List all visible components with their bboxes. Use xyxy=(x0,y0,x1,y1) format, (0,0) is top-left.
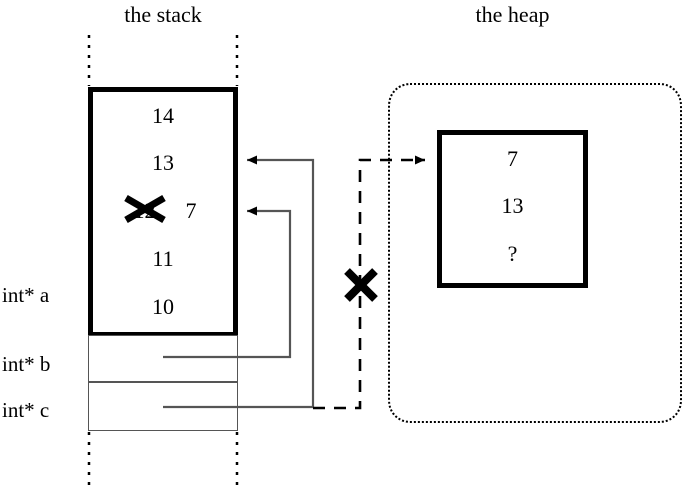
heap-frame: 7 13 ? xyxy=(437,130,588,288)
stack-cell-value: 11 xyxy=(152,245,174,271)
pointer-c-heap-dashed-wire xyxy=(313,155,425,410)
heap-cell-unknown: ? xyxy=(442,229,583,279)
stack-title: the stack xyxy=(124,2,202,27)
pointer-label-b: int* b xyxy=(2,352,51,376)
heap-title: the heap xyxy=(475,2,550,27)
stack-dotted-guides xyxy=(87,35,239,489)
stack-cell-14: 14 xyxy=(93,92,233,142)
stack-cell-13: 13 xyxy=(93,139,233,190)
pointer-b-wire xyxy=(163,206,292,359)
heap-cell-value: ? xyxy=(507,241,518,267)
stack-cell-new-value: 7 xyxy=(185,197,197,223)
pointer-cell-b xyxy=(88,335,238,382)
pointer-label-c: int* c xyxy=(2,398,50,422)
heap-cell-value: 7 xyxy=(507,145,518,171)
pointer-label-a: int* a xyxy=(2,283,50,307)
stack-cell-10: 10 xyxy=(93,282,233,332)
stack-cell-11: 11 xyxy=(93,234,233,285)
heap-region-boundary xyxy=(388,83,682,423)
heap-cell-value: 13 xyxy=(501,192,524,218)
heap-cell-13: 13 xyxy=(442,182,583,232)
strike-heap-pointer-icon xyxy=(344,268,378,302)
pointer-c-wire xyxy=(163,155,315,409)
stack-cell-value: 13 xyxy=(152,150,174,176)
stack-frame: 14 13 12 7 11 10 xyxy=(88,87,238,335)
stack-cell-value: 14 xyxy=(152,102,174,128)
stack-cell-value: 10 xyxy=(152,294,174,320)
